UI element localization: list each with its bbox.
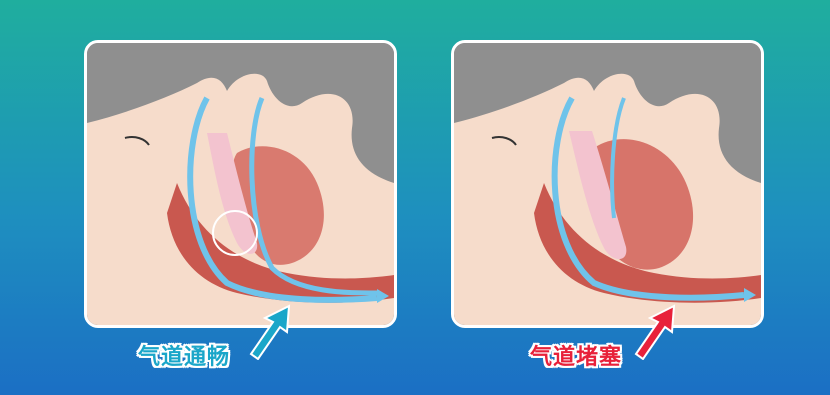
open-airway-caption: 气道通畅 [138,340,230,376]
blocked-airway-caption: 气道堵塞 [530,340,622,376]
blocked-airway-illustration [454,43,761,325]
up-right-arrow-icon [245,300,295,360]
blocked-airway-panel [451,40,764,328]
open-airway-illustration [87,43,394,325]
open-airway-panel [84,40,397,328]
up-right-arrow-icon [630,300,680,360]
